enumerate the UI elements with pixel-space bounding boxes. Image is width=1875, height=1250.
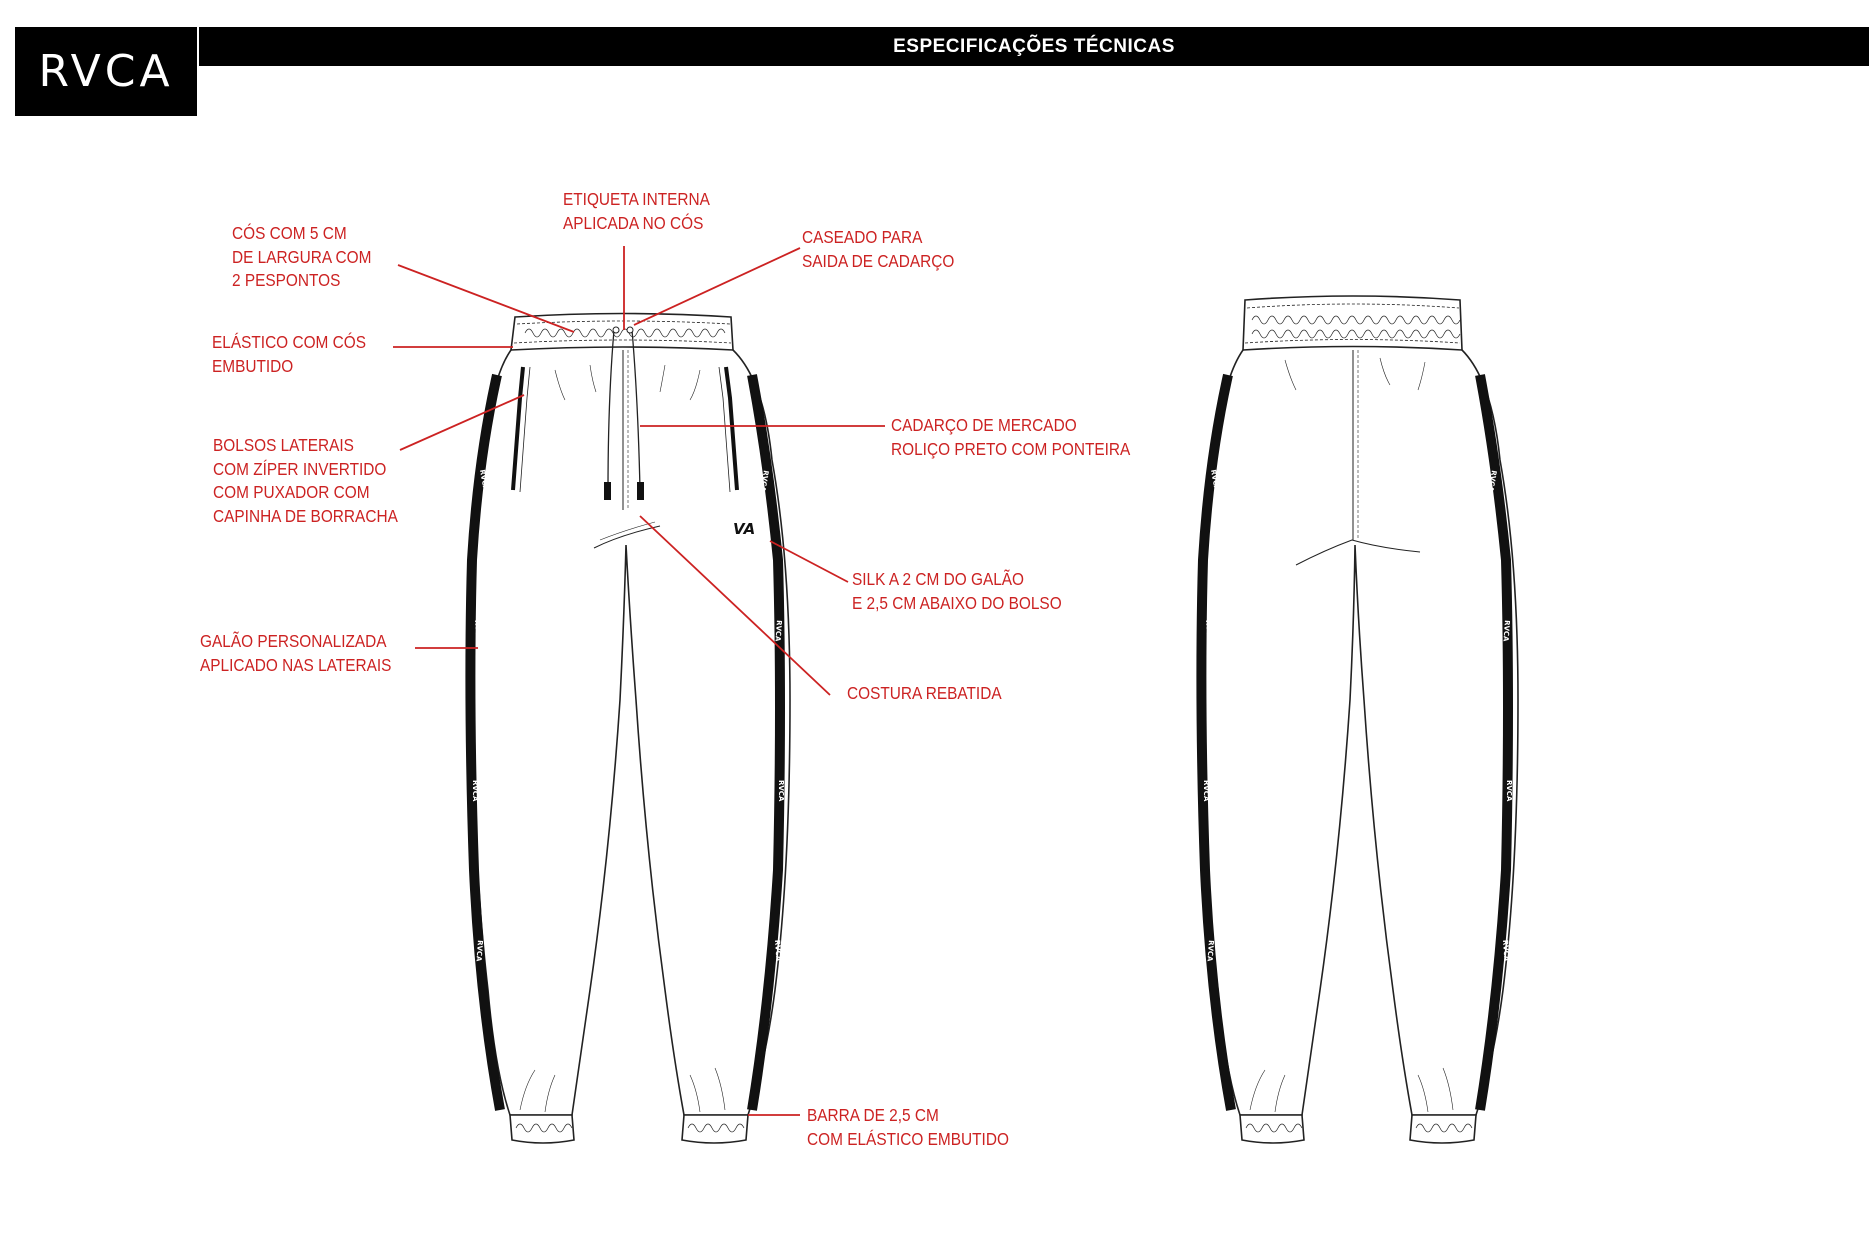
tape-mark: RVCA: [1505, 780, 1513, 802]
callout-line: APLICADA NO CÓS: [563, 212, 704, 233]
callout-inner-label: ETIQUETA INTERNA APLICADA NO CÓS: [563, 188, 710, 235]
drawcord-left: [607, 329, 615, 491]
callout-line: COM PUXADOR COM: [213, 482, 370, 502]
cord-tip-right: [637, 482, 644, 500]
callout-line: COSTURA REBATIDA: [847, 683, 1002, 703]
tape-mark: RVCA: [777, 780, 785, 802]
tape-mark: RVCA: [1486, 470, 1498, 493]
back-right-side-tape: [1475, 374, 1513, 1111]
callout-waistband: CÓS COM 5 CM DE LARGURA COM 2 PESPONTOS: [232, 222, 371, 293]
back-left-side-tape: [1196, 373, 1236, 1111]
tape-mark: RVCA: [758, 470, 770, 493]
rvca-logo: RVCA: [15, 27, 197, 116]
tape-mark: RVCA: [473, 620, 483, 642]
front-right-side-tape: [747, 374, 785, 1111]
callout-line: CASEADO PARA: [802, 227, 923, 247]
callout-line: ROLIÇO PRETO COM PONTEIRA: [891, 438, 1131, 459]
back-right-cuff: [1409, 1114, 1477, 1144]
waistband-gathers: [524, 328, 726, 338]
callout-line: SILK A 2 CM DO GALÃO: [852, 569, 1025, 589]
tape-mark: RVCA: [478, 469, 490, 492]
logo-text: RVCA: [38, 46, 174, 97]
tape-mark: RVCA: [474, 940, 484, 962]
callout-line: ETIQUETA INTERNA: [563, 189, 710, 209]
back-pants: [1200, 295, 1519, 1144]
callout-line: ELÁSTICO COM CÓS: [212, 332, 367, 352]
leader-silk: [769, 540, 849, 583]
callout-buttonhole: CASEADO PARA SAIDA DE CADARÇO: [802, 226, 954, 273]
front-pants: [470, 312, 791, 1144]
right-zip-pocket: [724, 366, 739, 491]
cord-tip-left: [604, 482, 611, 500]
tape-mark: RVCA: [1501, 620, 1511, 642]
tape-mark: RVCA: [773, 620, 783, 642]
callout-line: CADARÇO DE MERCADO: [891, 415, 1077, 435]
callout-line: E 2,5 CM ABAIXO DO BOLSO: [852, 592, 1062, 613]
front-right-cuff: [681, 1114, 749, 1144]
tape-mark: RVCA: [1501, 940, 1511, 962]
callout-line: CÓS COM 5 CM: [232, 223, 347, 243]
drawcord-right: [631, 329, 641, 491]
back-outline: [1200, 349, 1519, 1116]
callout-line: COM ELÁSTICO EMBUTIDO: [807, 1128, 1009, 1149]
tape-mark: RVCA: [1205, 940, 1215, 962]
tape-mark: RVCA: [1204, 620, 1214, 642]
page-title: ESPECIFICAÇÕES TÉCNICAS: [893, 36, 1175, 57]
callout-line: COM ZÍPER INVERTIDO: [213, 458, 387, 479]
callout-silk: SILK A 2 CM DO GALÃO E 2,5 CM ABAIXO DO …: [852, 568, 1062, 615]
leader-pockets: [399, 394, 525, 451]
front-left-cuff: [509, 1114, 575, 1144]
callout-hem: BARRA DE 2,5 CM COM ELÁSTICO EMBUTIDO: [807, 1104, 1009, 1151]
front-left-side-tape: [465, 373, 505, 1111]
callout-side-tape: GALÃO PERSONALIZADA APLICADO NAS LATERAI…: [200, 630, 391, 677]
callout-elastic: ELÁSTICO COM CÓS EMBUTIDO: [212, 331, 366, 378]
leader-waistband: [397, 264, 575, 333]
callout-drawcord: CADARÇO DE MERCADO ROLIÇO PRETO COM PONT…: [891, 414, 1130, 461]
callout-seam: COSTURA REBATIDA: [847, 682, 1002, 706]
leader-seam: [639, 515, 831, 696]
tape-mark: RVCA: [1209, 469, 1221, 492]
title-bar: ESPECIFICAÇÕES TÉCNICAS: [199, 27, 1869, 66]
callout-line: APLICADO NAS LATERAIS: [200, 654, 392, 675]
tape-lettering: RVCA RVCA RVCA RVCA RVCA RVCA RVCA RVCA …: [471, 469, 1513, 962]
callout-line: DE LARGURA COM: [232, 246, 372, 267]
callout-line: CAPINHA DE BORRACHA: [213, 505, 398, 526]
callout-line: GALÃO PERSONALIZADA: [200, 631, 387, 651]
callout-line: SAIDA DE CADARÇO: [802, 250, 955, 271]
tape-mark: RVCA: [471, 780, 479, 802]
chest-logo: VA: [733, 520, 755, 538]
callout-line: 2 PESPONTOS: [232, 270, 341, 290]
back-left-cuff: [1239, 1114, 1305, 1144]
callout-line: EMBUTIDO: [212, 355, 294, 376]
callout-leaders: [393, 246, 885, 1116]
leader-buttonhole: [633, 247, 801, 326]
tape-mark: RVCA: [773, 940, 783, 962]
tape-mark: RVCA: [1202, 780, 1210, 802]
callout-line: BARRA DE 2,5 CM: [807, 1105, 939, 1125]
front-outline: [470, 349, 791, 1116]
left-zip-pocket: [511, 366, 525, 491]
callout-pockets: BOLSOS LATERAIS COM ZÍPER INVERTIDO COM …: [213, 434, 398, 528]
callout-line: BOLSOS LATERAIS: [213, 435, 354, 455]
